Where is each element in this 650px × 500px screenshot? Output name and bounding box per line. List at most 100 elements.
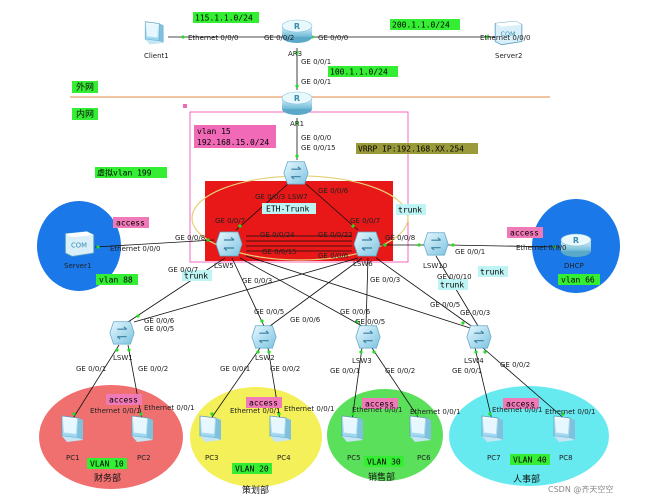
lsw5-switch-icon[interactable] — [215, 231, 243, 257]
lsw10-switch-icon[interactable] — [423, 232, 449, 256]
port-pc7-eth: Ethernet 0/0/1 — [492, 406, 542, 414]
port-pc6-eth: Ethernet 0/0/1 — [410, 408, 460, 416]
port-server1-eth: Ethernet 0/0/0 — [110, 245, 160, 253]
pc6-label: PC6 — [417, 454, 431, 462]
port-lsw5-g7: GE 0/0/7 — [215, 217, 245, 225]
subnet-200-label: 200.1.1.0/24 — [392, 21, 450, 30]
lsw1-label: LSW1 — [113, 354, 133, 362]
port-lsw3-a: GE 0/0/6 — [340, 308, 371, 316]
trunk-tag-right: trunk — [480, 268, 504, 277]
virtual-vlan-label: 虚拟vlan 199 — [97, 168, 152, 178]
port-trunk-b: GE 0/0/22 — [318, 231, 353, 239]
port-pc3-eth: Ethernet 0/0/1 — [230, 407, 280, 415]
eth-trunk-label: ETH-Trunk — [266, 205, 310, 214]
pc2-icon[interactable] — [131, 415, 154, 443]
vlan20-label: VLAN 20 — [235, 465, 269, 474]
hr-dept-label: 人事部 — [513, 473, 540, 485]
port-dhcp-eth: Ethernet 0/0/0 — [516, 244, 566, 252]
server1-server-icon[interactable] — [64, 230, 95, 258]
lsw10-label: LSW10 — [423, 262, 447, 270]
pc6-icon[interactable] — [409, 415, 432, 443]
planning-dept-label: 策划部 — [242, 484, 269, 496]
sales-dept-label: 销售部 — [368, 471, 395, 483]
inner-network-label: 内网 — [76, 108, 94, 120]
port-lsw4-a: GE 0/0/5 — [430, 301, 460, 309]
port-lsw3-b: GE 0/0/5 — [355, 318, 385, 326]
finance-zone — [39, 385, 183, 489]
hr-zone — [449, 386, 609, 486]
lsw7-label: LSW7 — [288, 193, 308, 201]
server1-label: Server1 — [64, 262, 91, 270]
port-lsw6-g7: GE 0/0/7 — [350, 217, 380, 225]
lsw2-access-tag: access — [249, 399, 278, 408]
port-pc8-eth: Ethernet 0/0/1 — [545, 408, 595, 416]
port-lsw5-d: GE 0/0/3 — [242, 277, 272, 285]
pc5-icon[interactable] — [341, 415, 364, 443]
dhcp-label: DHCP — [564, 262, 584, 270]
subnet-100-label: 100.1.1.0/24 — [330, 68, 388, 77]
port-client1-eth: Ethernet 0/0/0 — [188, 34, 238, 42]
trunk-tag-lsw4: trunk — [440, 281, 464, 290]
pc1-icon[interactable] — [61, 415, 84, 443]
pc7-label: PC7 — [487, 454, 501, 462]
port-pc1-eth: Ethernet 0/0/1 — [90, 407, 140, 415]
pc4-icon[interactable] — [269, 415, 292, 443]
outer-network-label: 外网 — [76, 81, 94, 93]
port-ar3-g1: GE 0/0/1 — [301, 58, 331, 66]
port-lsw2-d1: GE 0/0/1 — [220, 365, 250, 373]
links — [71, 36, 567, 421]
port-lsw1-b: GE 0/0/5 — [144, 325, 174, 333]
finance-dept-label: 财务部 — [94, 472, 121, 484]
ar3-label: AR3 — [288, 50, 302, 58]
port-pc2-eth: Ethernet 0/0/1 — [144, 404, 194, 412]
pc3-icon[interactable] — [199, 415, 222, 443]
pc4-label: PC4 — [277, 454, 291, 462]
zone-marker — [183, 104, 187, 108]
vlan88-label: vlan 88 — [99, 276, 133, 285]
pc3-label: PC3 — [205, 454, 219, 462]
lsw5-label: LSW5 — [214, 262, 234, 270]
port-trunk-a: GE 0/0/24 — [260, 231, 295, 239]
port-lsw6-g6: GE 0/0/6 — [318, 252, 349, 260]
lsw6-switch-icon[interactable] — [353, 231, 381, 257]
port-lsw4-d2: GE 0/0/2 — [500, 361, 530, 369]
port-lsw2-b: GE 0/0/6 — [290, 316, 321, 324]
subnet-115-label: 115.1.1.0/24 — [195, 14, 253, 23]
vlan40-label: VLAN 40 — [513, 456, 547, 465]
pc8-label: PC8 — [559, 454, 573, 462]
pc7-icon[interactable] — [481, 415, 504, 443]
port-lsw1-d2: GE 0/0/2 — [138, 365, 168, 373]
dhcp-access-tag: access — [510, 229, 539, 238]
port-lsw5-g8: GE 0/0/8 — [175, 234, 205, 242]
client1-label: Client1 — [144, 52, 169, 60]
pc5-label: PC5 — [347, 454, 361, 462]
lsw7-switch-icon[interactable] — [283, 161, 309, 185]
lsw1-switch-icon[interactable] — [109, 321, 135, 345]
port-lsw6-g8: GE 0/0/8 — [385, 234, 415, 242]
client1-pc-icon[interactable] — [144, 21, 165, 45]
lsw6-label: LSW6 — [353, 260, 373, 268]
port-ar3-g0: GE 0/0/0 — [318, 34, 348, 42]
ar1-router-icon[interactable] — [281, 91, 313, 116]
pc8-icon[interactable] — [553, 415, 576, 443]
port-lsw4-b: GE 0/0/3 — [460, 309, 490, 317]
port-ar1-g1: GE 0/0/1 — [301, 78, 331, 86]
trunk-tag-lsw5: trunk — [184, 272, 208, 281]
vrrp-ip-label: VRRP IP:192.168.XX.254 — [358, 145, 464, 154]
lsw4-access-tag: access — [506, 400, 535, 409]
vlan30-label: VLAN 30 — [367, 458, 401, 467]
lsw1-access-tag: access — [109, 396, 138, 405]
port-pc4-eth: Ethernet 0/0/1 — [284, 405, 334, 413]
lsw2-switch-icon[interactable] — [251, 325, 277, 349]
port-lsw3-d2: GE 0/0/2 — [385, 367, 415, 375]
lsw4-switch-icon[interactable] — [466, 325, 492, 349]
vlan10-label: VLAN 10 — [90, 460, 124, 469]
port-trunk-c: GE 0/0/15 — [262, 248, 297, 256]
lsw4-label: LSW4 — [464, 357, 484, 365]
port-ar3-g2: GE 0/0/2 — [264, 34, 294, 42]
lsw3-switch-icon[interactable] — [355, 325, 381, 349]
port-lsw2-d2: GE 0/0/2 — [270, 365, 300, 373]
pc2-label: PC2 — [137, 454, 151, 462]
